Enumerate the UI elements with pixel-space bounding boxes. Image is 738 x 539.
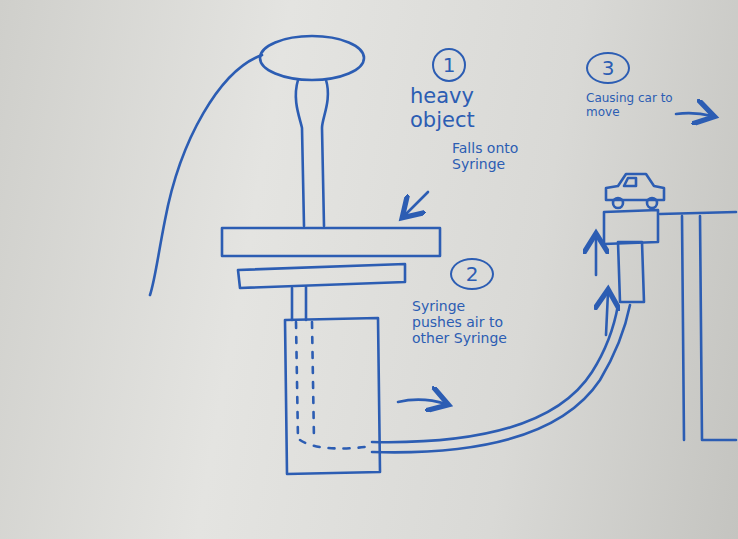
object-crossbar xyxy=(222,228,440,256)
syringe-barrel xyxy=(285,318,380,474)
plunger-rod xyxy=(292,287,306,320)
object-outline xyxy=(150,55,262,295)
up-arrow xyxy=(606,292,608,335)
motion-arrow xyxy=(676,113,712,116)
toy-car xyxy=(606,174,664,208)
object-top xyxy=(260,36,364,80)
fall-arrow xyxy=(404,192,428,216)
plunger-dotted xyxy=(296,322,314,440)
note-text: Syringe pushes air to other Syringe xyxy=(412,298,516,346)
object-stem xyxy=(296,80,304,226)
air-path-dotted xyxy=(300,440,372,448)
platform xyxy=(604,210,658,244)
heavy-object xyxy=(150,36,440,295)
object-stem xyxy=(322,80,328,226)
callout-number: 3 xyxy=(586,52,630,84)
up-arrow xyxy=(595,236,598,275)
second-syringe xyxy=(618,242,644,302)
plunger-flange xyxy=(238,264,405,288)
note-text: Falls onto Syringe xyxy=(452,140,536,172)
flow-arrow xyxy=(398,400,446,404)
stand xyxy=(660,212,736,440)
callout-number: 2 xyxy=(450,258,494,290)
callout-number: 1 xyxy=(432,48,466,82)
note-text: heavy object xyxy=(410,84,528,132)
note-text: Causing car to move xyxy=(586,92,674,120)
